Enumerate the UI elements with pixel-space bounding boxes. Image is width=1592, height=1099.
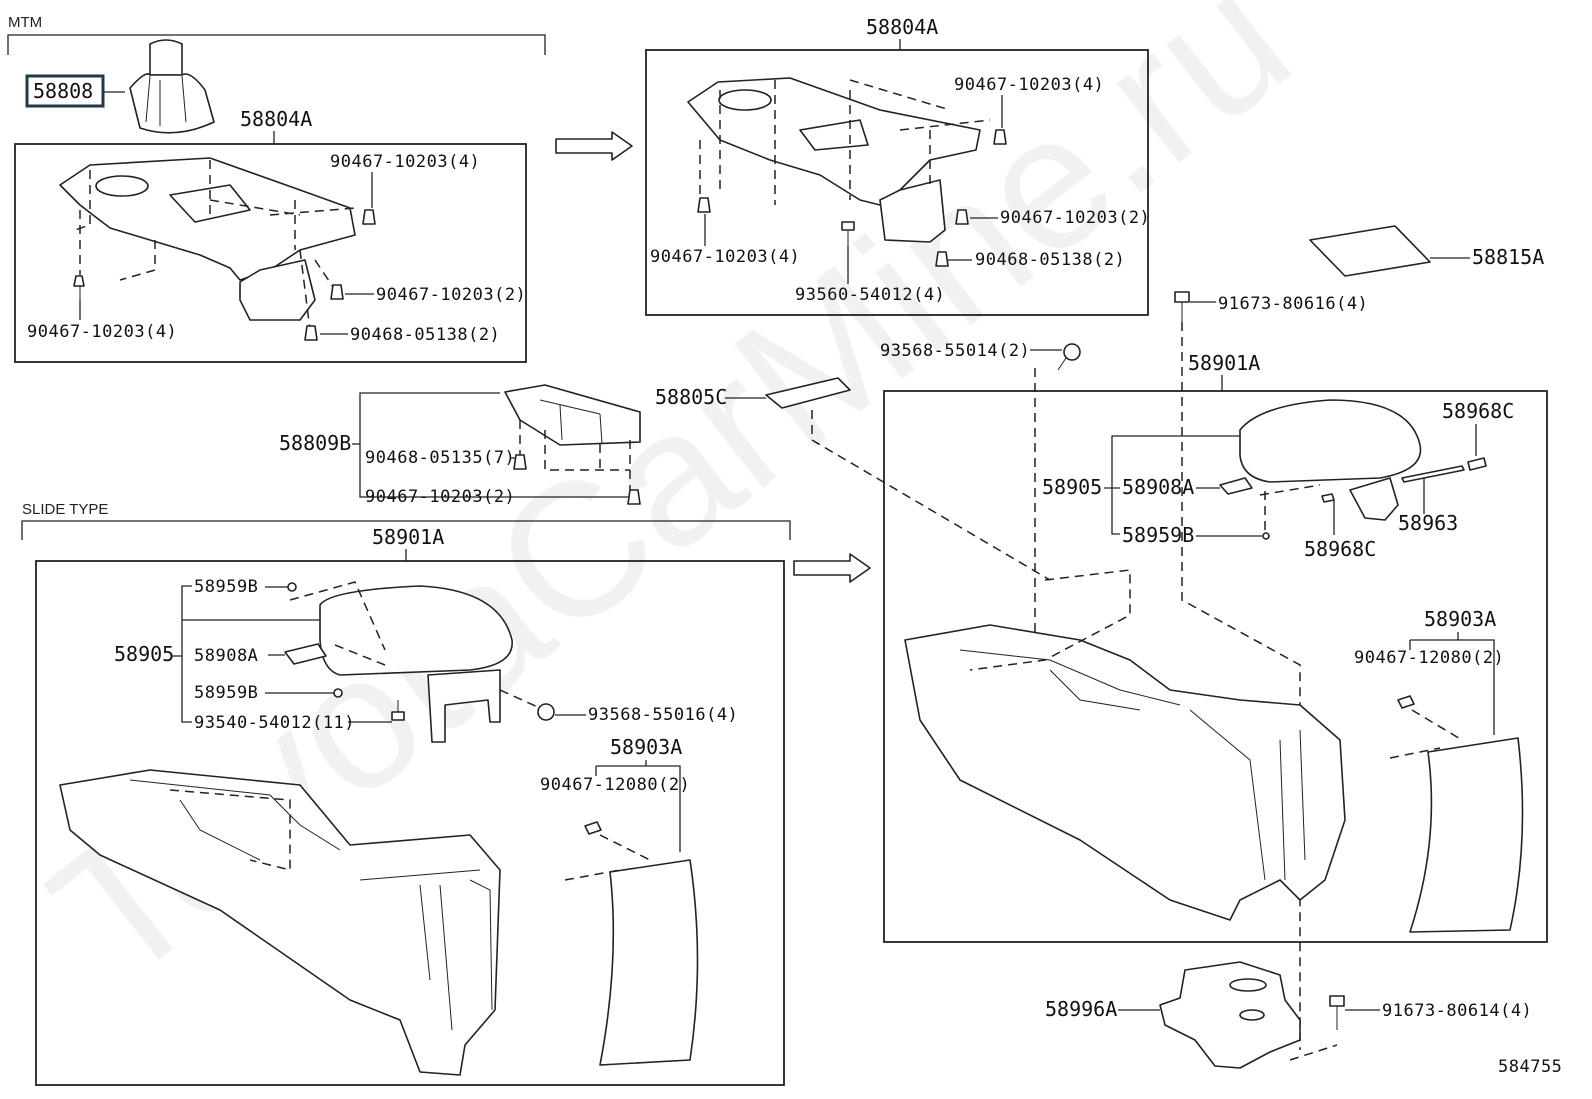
- diagram-id: 584755: [1498, 1057, 1562, 1077]
- part-58968c-2[interactable]: 58968C: [1304, 537, 1376, 561]
- frame-58901a-right: [883, 390, 1548, 943]
- screw-icon: [391, 700, 405, 721]
- bolt-91673-80616-4[interactable]: 91673-80616(4): [1218, 294, 1368, 314]
- section-label-mtm: MTM: [8, 14, 42, 31]
- part-58959b-right[interactable]: 58959B: [1122, 523, 1194, 547]
- screw-icon: [537, 703, 555, 721]
- part-58903a-right[interactable]: 58903A: [1424, 607, 1496, 631]
- clip-90467-10203-2-c[interactable]: 90467-10203(2): [365, 487, 515, 507]
- console-upper-panel-top: [687, 77, 981, 243]
- part-58901a-left[interactable]: 58901A: [372, 525, 444, 549]
- clip-90468-05138-2-a[interactable]: 90468-05138(2): [350, 325, 500, 345]
- part-58815a[interactable]: 58815A: [1472, 245, 1544, 269]
- part-58908a-right[interactable]: 58908A: [1122, 475, 1194, 499]
- bolt-91673-80614-4[interactable]: 91673-80614(4): [1382, 1001, 1532, 1021]
- clip-icon: [993, 129, 1007, 145]
- part-58808[interactable]: 58808: [33, 79, 93, 103]
- armrest-lid-left: [319, 585, 513, 743]
- clip-icon: [627, 489, 641, 505]
- section-bracket-slide-type: [21, 520, 791, 540]
- screw-93540-54012-11[interactable]: 93540-54012(11): [194, 713, 355, 733]
- plug-icon: [1262, 532, 1270, 540]
- part-58809b[interactable]: 58809B: [279, 431, 351, 455]
- shift-boot-shape: [129, 39, 215, 134]
- screw-93560-54012-4[interactable]: 93560-54012(4): [795, 285, 945, 305]
- side-panel-58903a-right: [1409, 737, 1524, 933]
- clip-icon: [330, 284, 344, 300]
- clip-90467-10203-4-b[interactable]: 90467-10203(4): [27, 322, 177, 342]
- clip-90467-10203-4-a[interactable]: 90467-10203(4): [330, 152, 480, 172]
- section-label-slide-type: SLIDE TYPE: [22, 501, 108, 518]
- plate-icon: [1219, 477, 1253, 495]
- clip-90467-12080-2-left[interactable]: 90467-12080(2): [540, 775, 690, 795]
- clip-90467-10203-2-b[interactable]: 90467-10203(2): [1000, 208, 1150, 228]
- plate-icon: [284, 643, 327, 665]
- part-58903a-left[interactable]: 58903A: [610, 735, 682, 759]
- clip-icon: [584, 821, 602, 835]
- highlight-box-58808: [25, 74, 105, 108]
- part-58963[interactable]: 58963: [1398, 511, 1458, 535]
- console-body-left: [59, 769, 501, 1076]
- plug-icon: [333, 688, 343, 698]
- console-body-right: [904, 624, 1346, 921]
- screw-93568-55016-4[interactable]: 93568-55016(4): [588, 705, 738, 725]
- screw-93568-55014-2[interactable]: 93568-55014(2): [880, 341, 1030, 361]
- clip-90467-10203-4-d[interactable]: 90467-10203(4): [650, 247, 800, 267]
- part-58905-right[interactable]: 58905: [1042, 475, 1102, 499]
- clip-icon: [955, 209, 969, 225]
- part-58804a-top[interactable]: 58804A: [866, 15, 938, 39]
- clip-icon: [1397, 695, 1415, 709]
- part-58901a-right[interactable]: 58901A: [1188, 351, 1260, 375]
- bracket-58809b-shape: [504, 384, 641, 446]
- clip-icon: [935, 251, 949, 267]
- part-58959b-left-1[interactable]: 58959B: [194, 577, 258, 597]
- armrest-lid-right: [1239, 399, 1422, 521]
- clip-90467-12080-2-right[interactable]: 90467-12080(2): [1354, 648, 1504, 668]
- part-58908a-left[interactable]: 58908A: [194, 646, 258, 666]
- screw-icon: [1057, 343, 1081, 371]
- clip-90467-10203-4-c[interactable]: 90467-10203(4): [954, 75, 1104, 95]
- rod-58963-shape: [1401, 465, 1465, 483]
- pad-58815a-shape: [1309, 225, 1431, 277]
- part-58804a-left[interactable]: 58804A: [240, 107, 312, 131]
- frame-58901a-left: [35, 560, 785, 1086]
- pin-icon: [1321, 493, 1335, 503]
- clip-icon: [697, 197, 711, 213]
- clip-icon: [304, 325, 318, 341]
- section-bracket-mtm: [7, 34, 546, 55]
- bracket-58996a-shape: [1159, 961, 1301, 1069]
- cover-58805c-shape: [765, 377, 851, 409]
- clip-90468-05138-2-b[interactable]: 90468-05138(2): [975, 250, 1125, 270]
- clip-icon: [513, 454, 527, 470]
- part-58805c[interactable]: 58805C: [655, 385, 727, 409]
- part-58996a[interactable]: 58996A: [1045, 997, 1117, 1021]
- plug-icon: [287, 582, 297, 592]
- bolt-icon: [1174, 291, 1190, 322]
- frame-58804a-top: [645, 49, 1149, 316]
- part-58959b-left-2[interactable]: 58959B: [194, 683, 258, 703]
- bolt-icon: [1329, 995, 1345, 1030]
- side-panel-58903a-left: [599, 859, 699, 1066]
- clip-icon: [73, 275, 85, 300]
- screw-icon: [841, 221, 855, 246]
- clip-90468-05135-7[interactable]: 90468-05135(7): [365, 448, 515, 468]
- clip-90467-10203-2-a[interactable]: 90467-10203(2): [376, 285, 526, 305]
- clip-icon: [362, 209, 376, 225]
- part-58968c-1[interactable]: 58968C: [1442, 399, 1514, 423]
- arrow-right-icon: [793, 553, 871, 583]
- pin-icon: [1467, 457, 1487, 471]
- arrow-right-icon: [555, 131, 633, 161]
- part-58905-left[interactable]: 58905: [114, 642, 174, 666]
- frame-58804a-left: [14, 143, 527, 363]
- console-upper-panel-left: [59, 157, 356, 321]
